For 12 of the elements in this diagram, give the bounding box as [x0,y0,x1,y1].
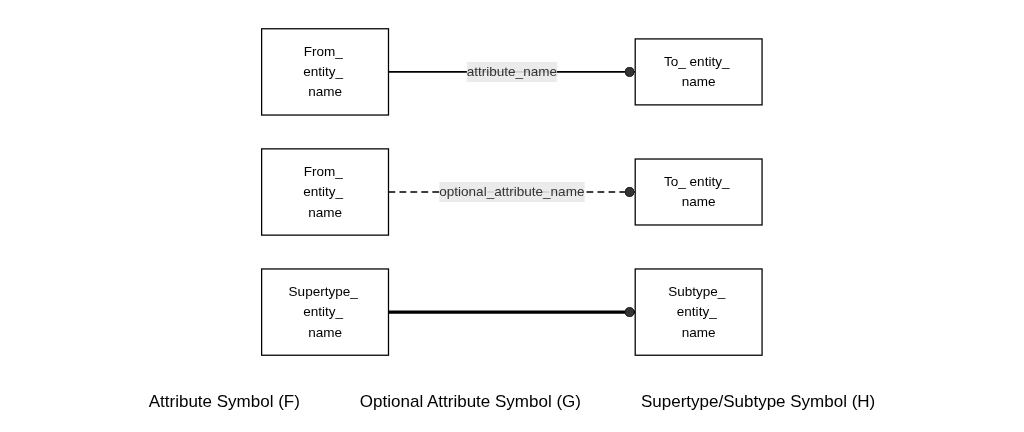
connector [388,307,636,318]
symbol-caption: Optional Attribute Symbol (G) [359,392,581,412]
node-box: To_ entity_ name [634,38,763,106]
node-box: Subtype_ entity_ name [634,268,763,356]
symbol-caption: Attribute Symbol (F) [148,392,300,412]
edge-label: optional_attribute_name [439,184,585,199]
edge-label: attribute_name [466,64,558,79]
node-box: From_ entity_ name [261,28,390,116]
symbol-caption: Supertype/Subtype Symbol (H) [640,392,876,412]
node-box: Supertype_ entity_ name [261,268,390,356]
node-box: From_ entity_ name [261,148,390,236]
node-box: To_ entity_ name [634,158,763,226]
